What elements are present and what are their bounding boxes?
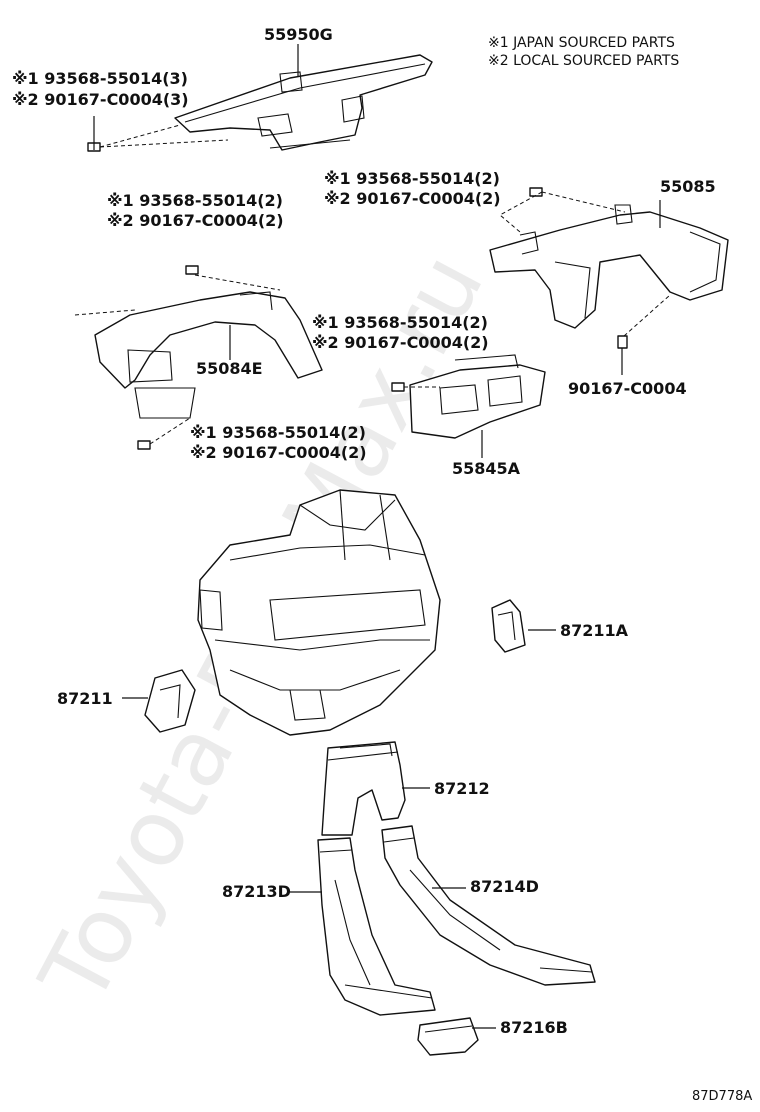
duct-87216b[interactable] — [417, 1017, 479, 1056]
fastener-5-local: ※2 90167-C0004(2) — [312, 333, 489, 352]
fastener-5-japan: ※1 93568-55014(2) — [312, 313, 488, 332]
label-90167-c0004: 90167-C0004 — [568, 379, 687, 398]
label-87216b: 87216B — [500, 1018, 568, 1037]
duct-87213d[interactable] — [317, 837, 436, 1016]
screw-2[interactable] — [529, 187, 543, 197]
label-55085: 55085 — [660, 177, 716, 196]
legend-japan: ※1 JAPAN SOURCED PARTS — [488, 35, 675, 51]
label-87212: 87212 — [434, 779, 490, 798]
fastener-4-japan: ※1 93568-55014(2) — [190, 423, 366, 442]
duct-55950g[interactable] — [174, 54, 433, 151]
fastener-1-local: ※2 90167-C0004(3) — [12, 90, 189, 109]
label-55084e: 55084E — [196, 359, 263, 378]
duct-55085[interactable] — [489, 204, 729, 329]
legend-local: ※2 LOCAL SOURCED PARTS — [488, 53, 679, 69]
label-87213d: 87213D — [222, 882, 291, 901]
screw-3[interactable] — [617, 335, 628, 349]
fastener-1-japan: ※1 93568-55014(3) — [12, 69, 188, 88]
duct-55845a[interactable] — [409, 354, 546, 439]
fastener-2-japan: ※1 93568-55014(2) — [324, 169, 500, 188]
fastener-2-local: ※2 90167-C0004(2) — [324, 189, 501, 208]
screw-1[interactable] — [87, 116, 101, 152]
duct-87211a[interactable] — [491, 599, 526, 653]
screw-6[interactable] — [391, 382, 405, 392]
duct-87214d[interactable] — [381, 825, 596, 986]
fastener-3-japan: ※1 93568-55014(2) — [107, 191, 283, 210]
label-87214d: 87214D — [470, 877, 539, 896]
hvac-unit[interactable] — [197, 489, 441, 736]
duct-55084e[interactable] — [94, 291, 323, 419]
fastener-4-local: ※2 90167-C0004(2) — [190, 443, 367, 462]
fastener-3-local: ※2 90167-C0004(2) — [107, 211, 284, 230]
screw-4[interactable] — [185, 265, 199, 275]
screw-5[interactable] — [137, 440, 151, 450]
figure-code: 87D778A — [692, 1089, 752, 1104]
label-55950g: 55950G — [264, 25, 333, 44]
label-87211a: 87211A — [560, 621, 629, 640]
label-55845a: 55845A — [452, 459, 521, 478]
duct-87211[interactable] — [144, 669, 196, 733]
duct-87212[interactable] — [321, 741, 406, 836]
label-87211: 87211 — [57, 689, 113, 708]
